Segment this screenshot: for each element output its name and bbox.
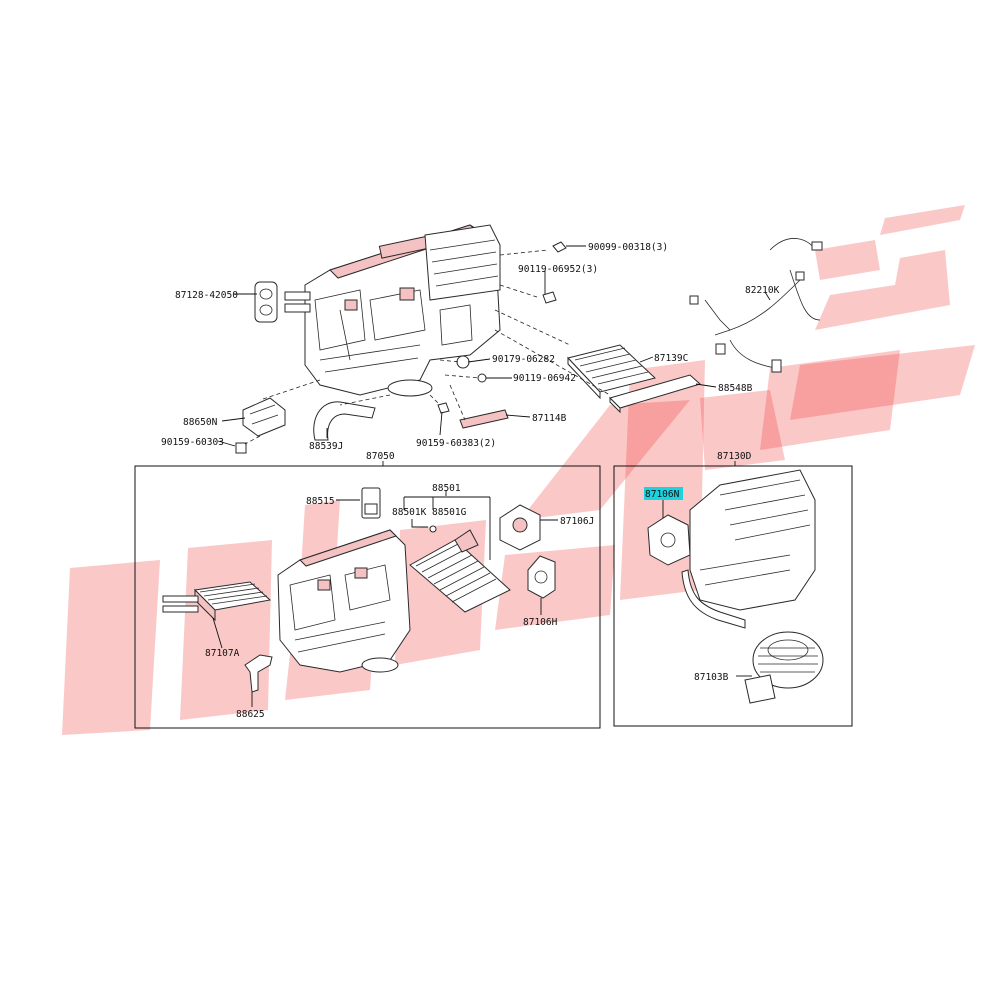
label-90119-06942: 90119-06942 <box>513 373 576 384</box>
guide-lines-top <box>244 249 611 445</box>
label-88515: 88515 <box>306 496 335 507</box>
label-88501K: 88501K <box>392 507 427 518</box>
evaporator-part <box>409 529 511 613</box>
grommet-part <box>254 281 278 323</box>
label-90099-00318: 90099-00318(3) <box>588 242 668 253</box>
blower-case-part <box>681 469 816 629</box>
bracket-part <box>242 397 286 437</box>
label-88539J: 88539J <box>309 441 343 452</box>
heater-assembly-left <box>277 529 411 673</box>
label-87139C: 87139C <box>654 353 688 364</box>
servo-motor-part-n <box>647 514 691 566</box>
filter-cover-part <box>609 374 701 414</box>
label-87106J: 87106J <box>560 516 594 527</box>
label-87050: 87050 <box>366 451 395 462</box>
blower-motor-part <box>744 631 824 704</box>
servo-motor-part-j <box>499 504 541 551</box>
label-87128-42050: 87128-42050 <box>175 290 238 301</box>
label-88625: 88625 <box>236 709 265 720</box>
label-88650N: 88650N <box>183 417 218 428</box>
expansion-valve-part <box>361 487 381 519</box>
label-87114B: 87114B <box>532 413 567 424</box>
watermark-logo <box>62 205 975 735</box>
assembly-box-87050 <box>134 465 601 729</box>
air-filter-part <box>567 344 657 400</box>
highlight-87106N <box>644 487 683 500</box>
part-labels: 90099-00318(3) 90119-06952(3) 87128-4205… <box>161 242 780 720</box>
leader-lines <box>212 245 771 707</box>
label-87106H: 87106H <box>523 617 558 628</box>
label-90159-60383: 90159-60383(2) <box>416 438 496 449</box>
assembly-box-87130D <box>613 465 853 727</box>
seal-strip-part <box>459 409 509 429</box>
label-87103B: 87103B <box>694 672 729 683</box>
label-90179-06282: 90179-06282 <box>492 354 555 365</box>
label-88501: 88501 <box>432 483 461 494</box>
label-90159-60303: 90159-60303 <box>161 437 224 448</box>
label-87106N[interactable]: 87106N <box>645 489 680 500</box>
label-82210K: 82210K <box>745 285 780 296</box>
o-ring-part <box>429 525 437 533</box>
hose-part <box>313 401 376 441</box>
label-87130D: 87130D <box>717 451 752 462</box>
screw-parts-top <box>235 241 567 454</box>
label-90119-06952: 90119-06952(3) <box>518 264 598 275</box>
heater-core-part <box>162 581 272 622</box>
wire-harness-part <box>689 238 823 373</box>
heater-assembly-top <box>284 224 501 397</box>
sensor-part <box>244 654 273 693</box>
label-88548B: 88548B <box>718 383 753 394</box>
servo-motor-part-h <box>527 555 556 599</box>
label-87107A: 87107A <box>205 648 240 659</box>
label-88501G: 88501G <box>432 507 467 518</box>
